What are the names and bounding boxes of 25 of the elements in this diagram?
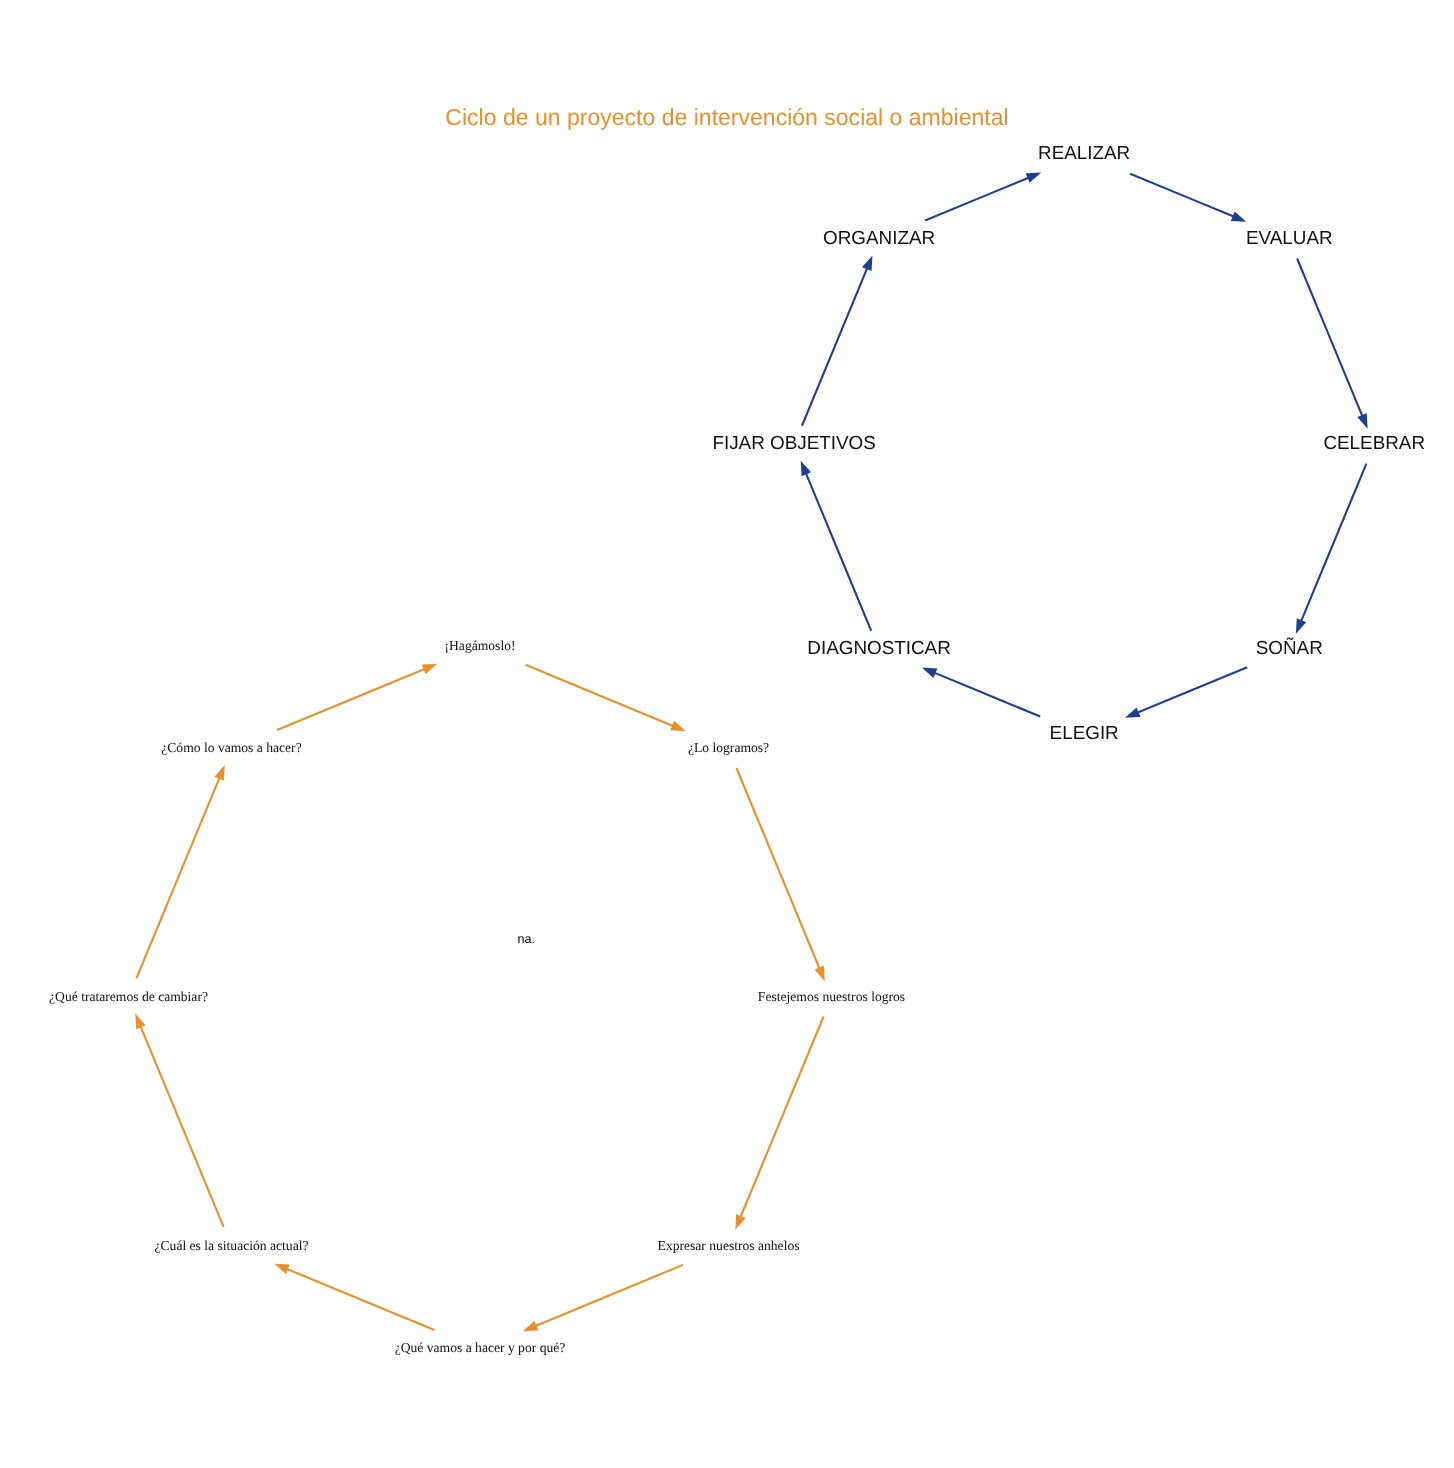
arrow	[1129, 171, 1247, 221]
arrow	[274, 1262, 435, 1330]
arrow	[525, 662, 686, 731]
diagram-title: Ciclo de un proyecto de intervención social o ambiental	[445, 105, 1009, 130]
arrow	[801, 254, 873, 426]
node-text: CELEBRAR	[1323, 430, 1426, 453]
node-text: EVALUAR	[1245, 225, 1333, 248]
node-text: REALIZAR	[1038, 140, 1131, 163]
node-text: ORGANIZAR	[823, 225, 936, 248]
arrow	[135, 764, 225, 978]
node-text: ELEGIR	[1049, 720, 1119, 743]
arrow	[921, 666, 1041, 717]
arrow	[800, 459, 873, 631]
node-text: FIJAR OBJETIVOS	[712, 430, 876, 453]
arrow	[276, 662, 438, 730]
arrow	[1295, 462, 1368, 633]
arrow	[924, 171, 1042, 221]
arrow	[1124, 665, 1248, 717]
arrow	[135, 1012, 225, 1227]
arrow	[735, 766, 825, 981]
arrow	[522, 1262, 684, 1331]
node-text: DIAGNOSTICAR	[807, 635, 951, 658]
arrow	[1296, 257, 1368, 428]
node-text: SOÑAR	[1255, 635, 1323, 658]
arrow	[735, 1015, 825, 1229]
